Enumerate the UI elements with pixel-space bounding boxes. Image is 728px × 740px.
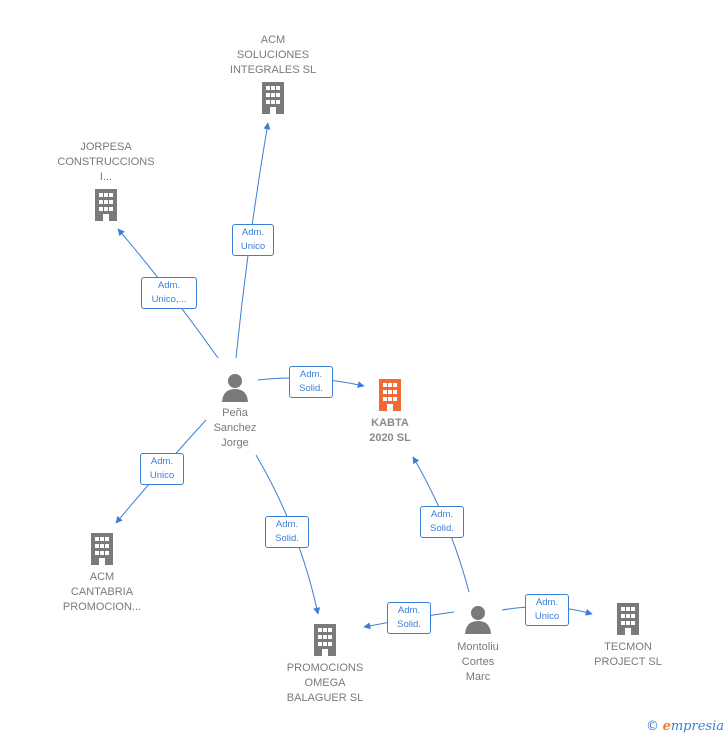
edge-label-pena-kabta[interactable]: Adm. Solid. bbox=[289, 366, 333, 398]
node-promocions-omega[interactable]: PROMOCIONS OMEGA BALAGUER SL bbox=[262, 623, 388, 706]
brand-name: mpresia bbox=[670, 719, 724, 734]
building-icon bbox=[379, 379, 401, 411]
edge-label-pena-acm-soluciones[interactable]: Adm. Unico bbox=[232, 224, 274, 256]
node-pena-sanchez[interactable]: Peña Sanchez Jorge bbox=[195, 372, 275, 451]
building-icon bbox=[617, 603, 639, 635]
empresia-logo: © empresia bbox=[646, 718, 724, 734]
building-icon bbox=[91, 533, 113, 565]
building-icon bbox=[95, 189, 117, 221]
node-kabta[interactable]: KABTA 2020 SL bbox=[350, 378, 430, 446]
edge-label-pena-jorpesa[interactable]: Adm. Unico,... bbox=[141, 277, 197, 309]
node-label: PROMOCIONS OMEGA BALAGUER SL bbox=[286, 662, 364, 704]
node-label: TECMON PROJECT SL bbox=[594, 641, 662, 668]
node-label: Montoliu Cortes Marc bbox=[457, 641, 499, 683]
node-montoliu[interactable]: Montoliu Cortes Marc bbox=[438, 604, 518, 685]
person-icon bbox=[222, 374, 248, 402]
edge-label-pena-acm-cantabria[interactable]: Adm. Unico bbox=[140, 453, 184, 485]
node-tecmon[interactable]: TECMON PROJECT SL bbox=[580, 602, 676, 670]
node-label: KABTA 2020 SL bbox=[369, 417, 411, 444]
node-label: ACM SOLUCIONES INTEGRALES SL bbox=[229, 34, 317, 76]
node-label: JORPESA CONSTRUCCIONS I... bbox=[57, 141, 155, 183]
node-label: Peña Sanchez Jorge bbox=[213, 407, 257, 449]
node-jorpesa[interactable]: JORPESA CONSTRUCCIONS I... bbox=[42, 140, 170, 222]
building-icon bbox=[314, 624, 336, 656]
edge-label-pena-promocions-omega[interactable]: Adm. Solid. bbox=[265, 516, 309, 548]
brand-initial: e bbox=[662, 719, 671, 734]
node-acm-cantabria[interactable]: ACM CANTABRIA PROMOCION... bbox=[40, 532, 164, 615]
node-acm-soluciones[interactable]: ACM SOLUCIONES INTEGRALES SL bbox=[210, 33, 336, 115]
edge-label-montoliu-kabta[interactable]: Adm. Solid. bbox=[420, 506, 464, 538]
edge-label-montoliu-tecmon[interactable]: Adm. Unico bbox=[525, 594, 569, 626]
person-icon bbox=[465, 606, 491, 634]
building-icon bbox=[262, 82, 284, 114]
node-label: ACM CANTABRIA PROMOCION... bbox=[62, 571, 142, 613]
edge-label-montoliu-promocions-omega[interactable]: Adm. Solid. bbox=[387, 602, 431, 634]
copyright-symbol: © bbox=[645, 719, 659, 734]
